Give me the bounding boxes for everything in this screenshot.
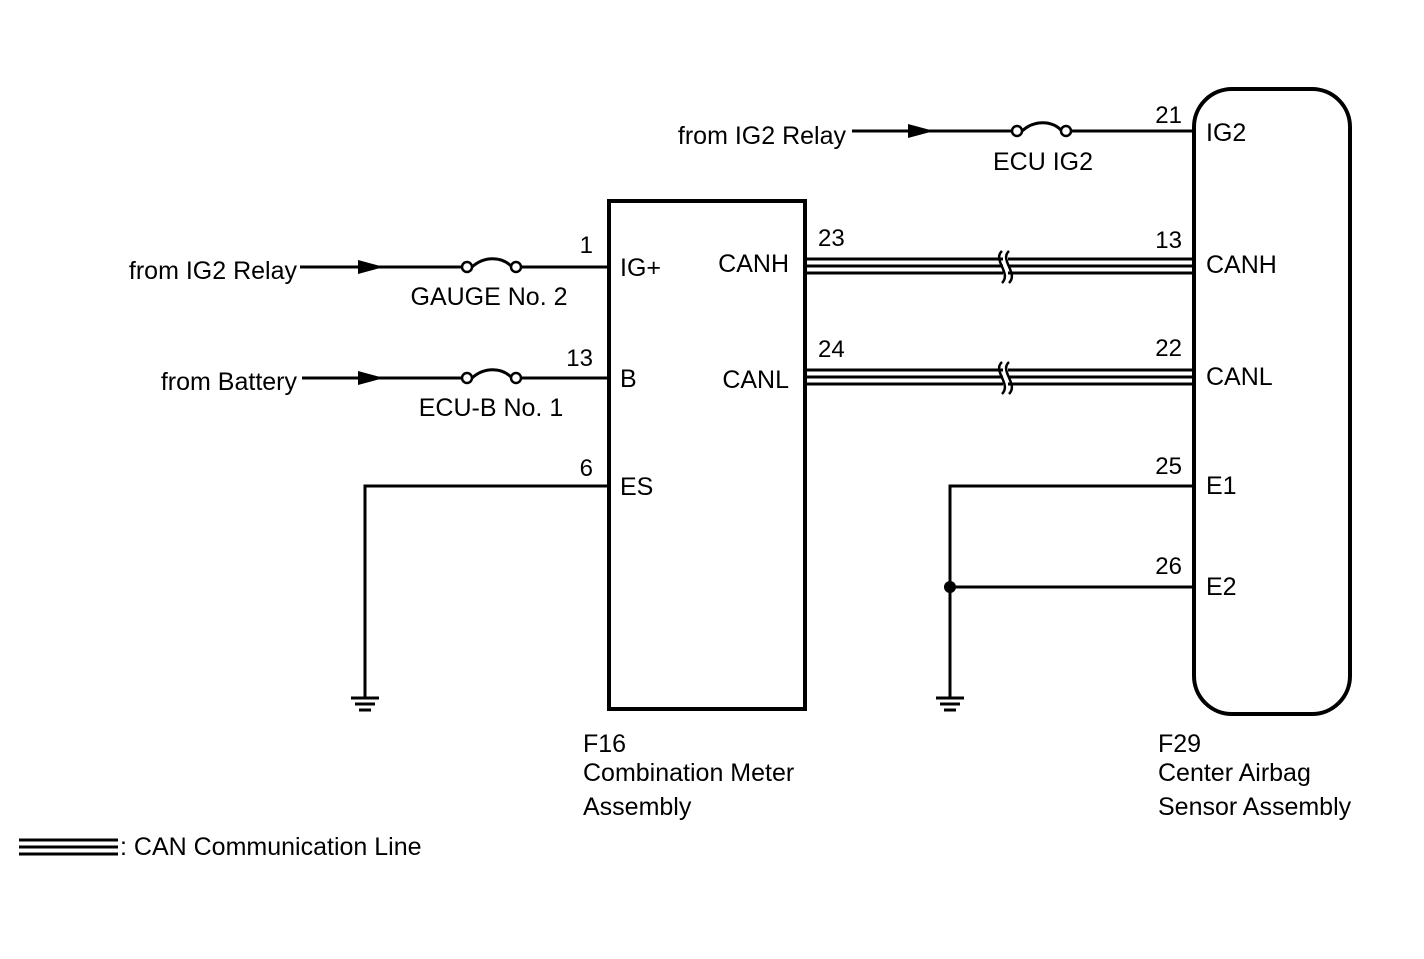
fuse-ecu-b-no1-symbol — [470, 368, 514, 380]
can-high-line — [805, 250, 1194, 284]
airbag-pin-label: IG2 — [1206, 119, 1246, 147]
fuse-terminal — [1010, 124, 1024, 138]
airbag-pin-number: 13 — [1155, 227, 1182, 254]
meter-pin-label: CANL — [722, 366, 789, 394]
airbag-pin-number: 21 — [1155, 102, 1182, 129]
airbag-pin-number: 26 — [1155, 553, 1182, 580]
fuse-ecu-ig2-symbol — [1020, 121, 1064, 133]
airbag-name-line1: Center Airbag — [1158, 759, 1311, 787]
meter-pin-label: B — [620, 365, 637, 393]
legend: : CAN Communication Line — [19, 833, 422, 861]
combination-meter-box — [607, 199, 807, 711]
legend-text: : CAN Communication Line — [120, 833, 422, 861]
airbag-pin-number: 25 — [1155, 453, 1182, 480]
can-low-line — [805, 361, 1194, 395]
fuse-label-ecu-b-no1: ECU-B No. 1 — [419, 394, 563, 422]
ig2-feed-top — [852, 121, 1194, 138]
meter-name-line2: Assembly — [583, 793, 692, 821]
meter-pin-number: 23 — [818, 225, 845, 252]
airbag-pin-label: E2 — [1206, 573, 1237, 601]
wire-break-mark — [997, 361, 1007, 395]
meter-pin-label: IG+ — [620, 254, 661, 282]
source-label-ig2-relay-top: from IG2 Relay — [678, 122, 847, 150]
meter-pin-number: 1 — [580, 232, 593, 259]
airbag-name-line2: Sensor Assembly — [1158, 793, 1352, 821]
airbag-connector-id: F29 — [1158, 730, 1201, 758]
airbag-pin-number: 22 — [1155, 335, 1182, 362]
fuse-terminal — [1059, 124, 1073, 138]
airbag-pin-label: E1 — [1206, 472, 1237, 500]
meter-pin-number: 24 — [818, 336, 845, 363]
fuse-label-ecu-ig2: ECU IG2 — [993, 148, 1093, 176]
legend-can-line-symbol — [19, 838, 118, 856]
wire-break-mark — [997, 250, 1007, 284]
fuse-gauge-no2-symbol — [470, 257, 514, 269]
meter-pin-number: 6 — [580, 455, 593, 482]
meter-ground — [351, 484, 609, 712]
fuse-label-gauge-no2: GAUGE No. 2 — [411, 283, 568, 311]
fuse-terminal — [460, 371, 474, 385]
meter-pin-label: ES — [620, 473, 653, 501]
meter-name-line1: Combination Meter — [583, 759, 794, 787]
source-label-ig2-relay: from IG2 Relay — [129, 257, 298, 285]
airbag-ground — [936, 484, 1194, 712]
fuse-terminal — [509, 371, 523, 385]
airbag-pin-label: CANH — [1206, 251, 1277, 279]
meter-pin-number: 13 — [566, 345, 593, 372]
battery-feed — [302, 368, 609, 385]
meter-pin-label: CANH — [718, 250, 789, 278]
ig-plus-feed — [300, 257, 609, 274]
fuse-terminal — [460, 260, 474, 274]
source-label-battery: from Battery — [161, 368, 298, 396]
junction-dot — [944, 581, 956, 593]
fuse-terminal — [509, 260, 523, 274]
airbag-sensor-box — [1192, 87, 1352, 716]
airbag-pin-label: CANL — [1206, 363, 1273, 391]
meter-connector-id: F16 — [583, 730, 626, 758]
